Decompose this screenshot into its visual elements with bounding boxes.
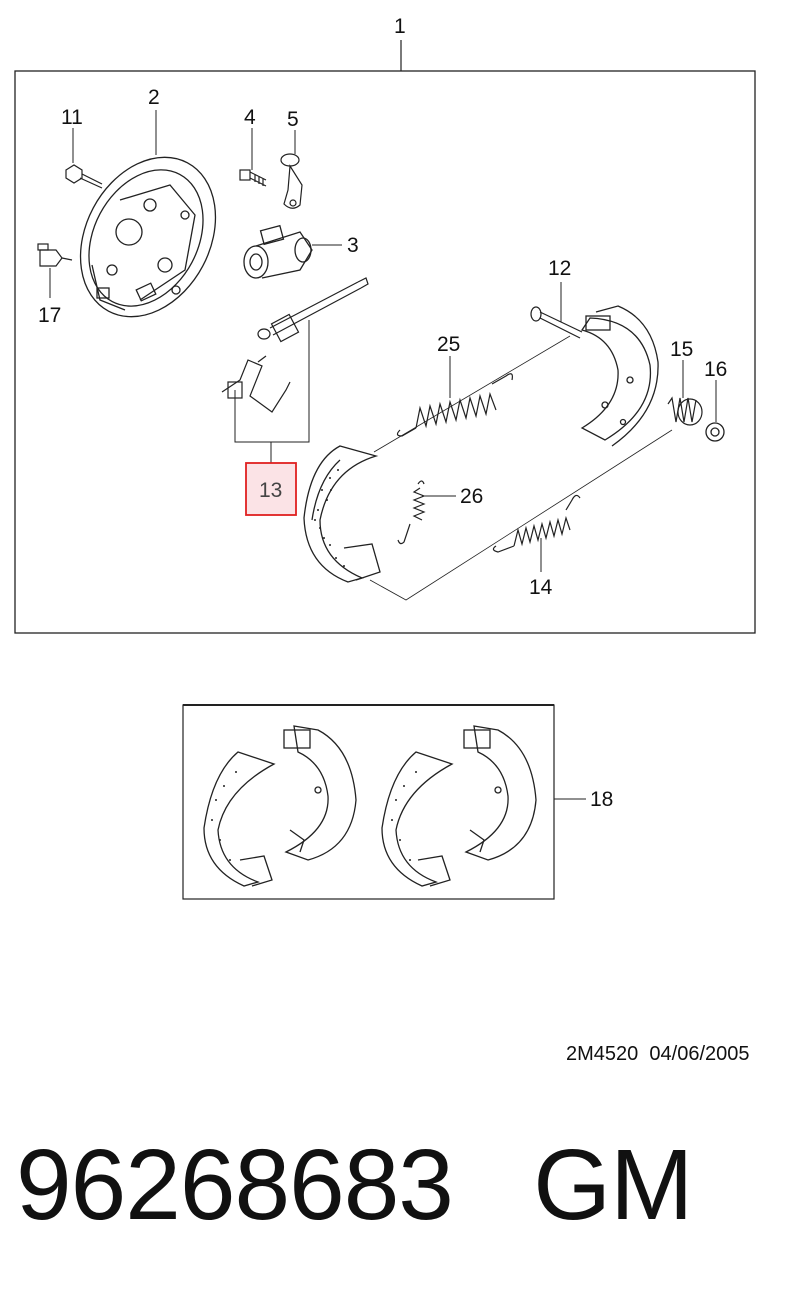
callout-17: 17 bbox=[38, 304, 61, 327]
callout-13: 13 bbox=[259, 479, 282, 502]
bracket-5 bbox=[280, 153, 303, 209]
brand-name: GM bbox=[533, 1129, 693, 1241]
callout-16: 16 bbox=[704, 358, 727, 381]
assembly-frame bbox=[14, 70, 756, 634]
callout-13-highlight bbox=[245, 462, 297, 516]
shoe-set-frame bbox=[182, 704, 555, 900]
group-leader-upper bbox=[373, 335, 571, 453]
shoe-set-pair-left bbox=[203, 725, 357, 887]
clip-16 bbox=[705, 422, 725, 442]
adjuster-13 bbox=[221, 277, 369, 413]
callout-18: 18 bbox=[590, 788, 613, 811]
leader-13-bracket bbox=[234, 320, 310, 443]
group-leader-lower bbox=[369, 429, 673, 601]
backing-plate bbox=[79, 156, 217, 318]
shoe-set-pair-right bbox=[381, 725, 537, 887]
callout-25: 25 bbox=[437, 333, 460, 356]
shoe-set-lining-dots bbox=[211, 771, 417, 861]
screw-4 bbox=[239, 169, 267, 187]
shoe-right bbox=[580, 305, 659, 447]
wheel-cylinder-3 bbox=[243, 224, 313, 279]
spring-25 bbox=[396, 373, 513, 437]
shoe-left bbox=[303, 445, 381, 583]
callout-26: 26 bbox=[460, 485, 483, 508]
bolt-11 bbox=[65, 164, 103, 189]
callout-4: 4 bbox=[244, 106, 256, 129]
shoe-left-lining-dots bbox=[314, 469, 345, 567]
part-number-line: 96268683 GM bbox=[16, 1129, 693, 1241]
callout-14: 14 bbox=[529, 576, 553, 599]
part-number: 96268683 bbox=[16, 1129, 454, 1241]
callout-5: 5 bbox=[287, 108, 299, 131]
spring-26 bbox=[397, 480, 426, 545]
callout-1: 1 bbox=[394, 15, 406, 38]
callout-12: 12 bbox=[548, 257, 571, 280]
callout-3: 3 bbox=[347, 234, 359, 257]
callout-15: 15 bbox=[670, 338, 693, 361]
drawing-reference: 2M4520 04/06/2005 bbox=[566, 1043, 750, 1065]
spring-15 bbox=[667, 396, 703, 426]
callout-11: 11 bbox=[61, 106, 83, 129]
spring-14 bbox=[492, 494, 581, 553]
callout-2: 2 bbox=[148, 86, 160, 109]
bleeder-17 bbox=[37, 243, 73, 267]
pin-12 bbox=[530, 306, 583, 339]
